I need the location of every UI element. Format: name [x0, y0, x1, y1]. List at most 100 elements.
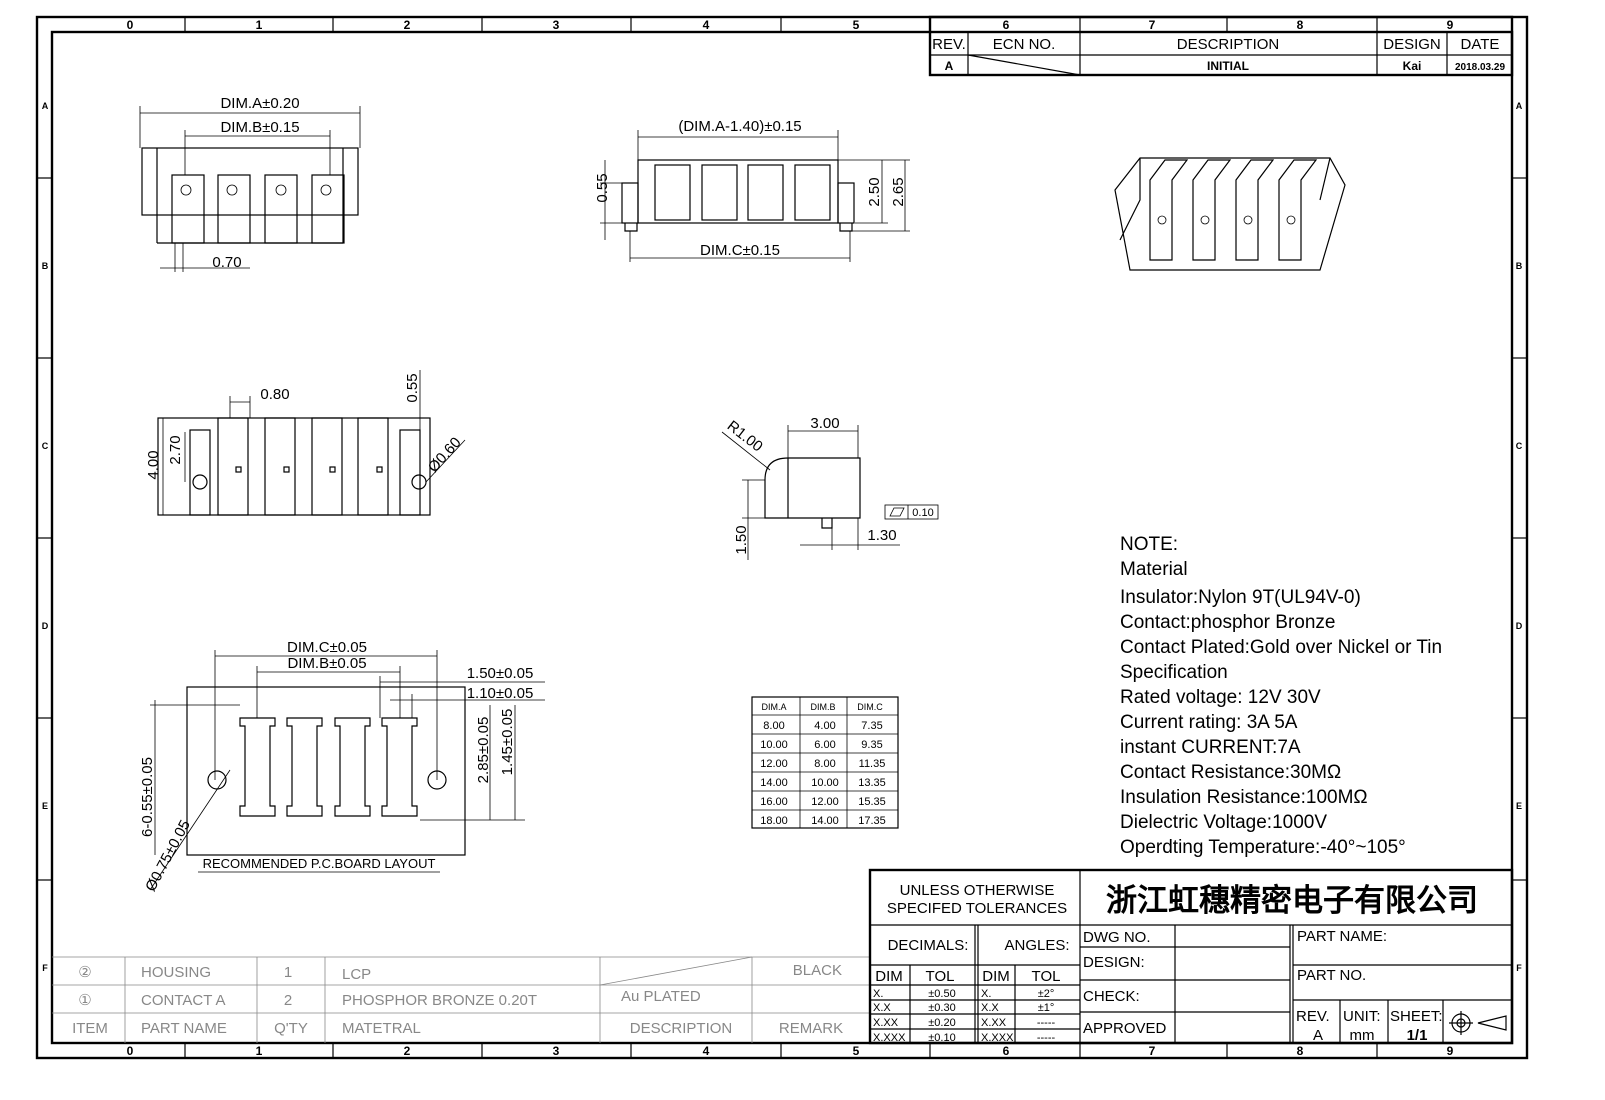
bom-material: LCP — [342, 966, 371, 983]
dim-table-cell: 10.00 — [811, 777, 839, 789]
description-header: DESCRIPTION — [1177, 36, 1280, 53]
dim-table-header: DIM.C — [857, 702, 883, 712]
pcb-layout-title: RECOMMENDED P.C.BOARD LAYOUT — [203, 856, 436, 871]
angle-dim: X.X — [981, 1002, 999, 1014]
flatness-value: 0.10 — [912, 507, 933, 519]
decimal-tol: ±0.50 — [928, 988, 955, 1000]
dim-table-cell: 11.35 — [859, 758, 886, 770]
sheet-value: 1/1 — [1407, 1027, 1428, 1044]
row-label: B — [42, 261, 49, 271]
dim-table-cell: 9.35 — [861, 739, 882, 751]
pcb-layout-view: DIM.C±0.05 DIM.B±0.05 1.50±0.05 1.10±0.0… — [139, 639, 545, 894]
dim-table-cell: 17.35 — [858, 815, 886, 827]
ecn-header: ECN NO. — [993, 36, 1056, 53]
row-label: E — [1516, 801, 1522, 811]
decimal-dim: X.XX — [873, 1017, 899, 1029]
col-label: 1 — [256, 1044, 263, 1058]
row-label: C — [42, 441, 49, 451]
col-label: 9 — [1447, 1044, 1454, 1058]
unit-value: mm — [1350, 1027, 1375, 1044]
bom-qty: 2 — [284, 992, 292, 1009]
dim-table-header: DIM.A — [761, 702, 786, 712]
isometric-view — [1114, 157, 1346, 271]
row-label: D — [1516, 621, 1523, 631]
col-label: 4 — [703, 1044, 710, 1058]
title-block: UNLESS OTHERWISE SPECIFED TOLERANCES DEC… — [868, 868, 1514, 1045]
unit-label: UNIT: — [1343, 1008, 1381, 1025]
tol-label: TOL — [926, 968, 955, 985]
dim-table-cell: 14.00 — [811, 815, 839, 827]
note-line: Rated voltage: 12V 30V — [1120, 687, 1321, 708]
dim-table-cell: 6.00 — [814, 739, 835, 751]
pcb-dim-c-label: DIM.C±0.05 — [287, 639, 367, 656]
col-label: 5 — [853, 18, 860, 32]
dim-a-minus-label: (DIM.A-1.40)±0.15 — [678, 118, 801, 135]
dim-150-label: 1.50 — [733, 525, 750, 554]
profile-view: 3.00 R1.00 1.50 1.30 0.10 — [721, 415, 939, 560]
note-line: Contact Plated:Gold over Nickel or Tin — [1120, 637, 1442, 658]
check-label: CHECK: — [1083, 988, 1140, 1005]
bom-qty: 1 — [284, 964, 292, 981]
dim-080-label: 0.80 — [260, 386, 289, 403]
design-label: DESIGN: — [1083, 954, 1145, 971]
pcb-285-label: 2.85±0.05 — [475, 717, 492, 784]
col-label: 2 — [404, 1044, 411, 1058]
dim-a-label: DIM.A±0.20 — [220, 95, 299, 112]
dim-table-cell: 12.00 — [811, 796, 839, 808]
angle-tol: ±2° — [1038, 988, 1055, 1000]
col-label: 3 — [553, 18, 560, 32]
pcb-150-label: 1.50±0.05 — [467, 665, 534, 682]
pcb-110-label: 1.10±0.05 — [467, 685, 534, 702]
dwg-no-label: DWG NO. — [1083, 929, 1151, 946]
bom-header-qty: Q'TY — [274, 1020, 308, 1037]
col-label: 6 — [1003, 18, 1010, 32]
pcb-145-label: 1.45±0.05 — [499, 709, 516, 776]
dim-table-cell: 10.00 — [760, 739, 788, 751]
dim-label: DIM — [875, 968, 903, 985]
rev-value: A — [945, 59, 954, 73]
dim-table-cell: 8.00 — [763, 720, 784, 732]
dimension-table: DIM.A DIM.B DIM.C 8.00 4.00 7.35 10.00 6… — [751, 696, 899, 829]
dim-070-label: 0.70 — [212, 254, 241, 271]
dim-130-label: 1.30 — [867, 527, 896, 544]
dim-table-header: DIM.B — [810, 702, 835, 712]
bom-item: ① — [78, 992, 91, 1009]
angle-dim: X.XXX — [981, 1032, 1014, 1044]
bom-table: ② HOUSING 1 LCP BLACK ① CONTACT A 2 PHOS… — [52, 956, 870, 1043]
row-label: D — [42, 621, 49, 631]
revision-table: 6 7 8 9 REV. ECN NO. DESCRIPTION DESIGN … — [928, 15, 1514, 77]
dim-table-cell: 14.00 — [760, 777, 788, 789]
dim-400-label: 4.00 — [145, 450, 162, 479]
bottom-view: 0.80 0.55 4.00 2.70 Ø0.60 — [145, 370, 466, 516]
pcb-655-label: 6-0.55±0.05 — [139, 757, 156, 837]
dim-table-cell: 13.35 — [858, 777, 886, 789]
angle-dim: X. — [981, 988, 991, 1000]
dim-055b-label: 0.55 — [404, 373, 421, 402]
dim-250-label: 2.50 — [866, 177, 883, 206]
dim-label: DIM — [982, 968, 1010, 985]
row-label: F — [42, 963, 48, 973]
bom-header-item: ITEM — [72, 1020, 108, 1037]
dim-table-cell: 18.00 — [760, 815, 788, 827]
decimal-tol: ±0.20 — [928, 1017, 955, 1029]
bom-header-material: MATETRAL — [342, 1020, 421, 1037]
col-label: 4 — [703, 18, 710, 32]
dim-table-cell: 7.35 — [861, 720, 882, 732]
bom-description: Au PLATED — [621, 988, 701, 1005]
decimals-label: DECIMALS: — [888, 937, 969, 954]
rev-header: REV. — [932, 36, 966, 53]
dim-table-cell: 4.00 — [814, 720, 835, 732]
part-no-label: PART NO. — [1297, 967, 1366, 984]
note-line: Insulation Resistance:100MΩ — [1120, 787, 1368, 808]
dim-phi060-label: Ø0.60 — [425, 434, 465, 476]
col-label: 3 — [553, 1044, 560, 1058]
bom-remark: BLACK — [793, 962, 842, 979]
rev-label: REV. — [1296, 1008, 1330, 1025]
angle-tol: ±1° — [1038, 1002, 1055, 1014]
dim-table-cell: 12.00 — [760, 758, 788, 770]
row-label: C — [1516, 441, 1523, 451]
angle-dim: X.XX — [981, 1017, 1007, 1029]
approved-label: APPROVED — [1083, 1020, 1167, 1037]
note-line: Dielectric Voltage:1000V — [1120, 812, 1327, 833]
angle-tol: ----- — [1037, 1017, 1056, 1029]
